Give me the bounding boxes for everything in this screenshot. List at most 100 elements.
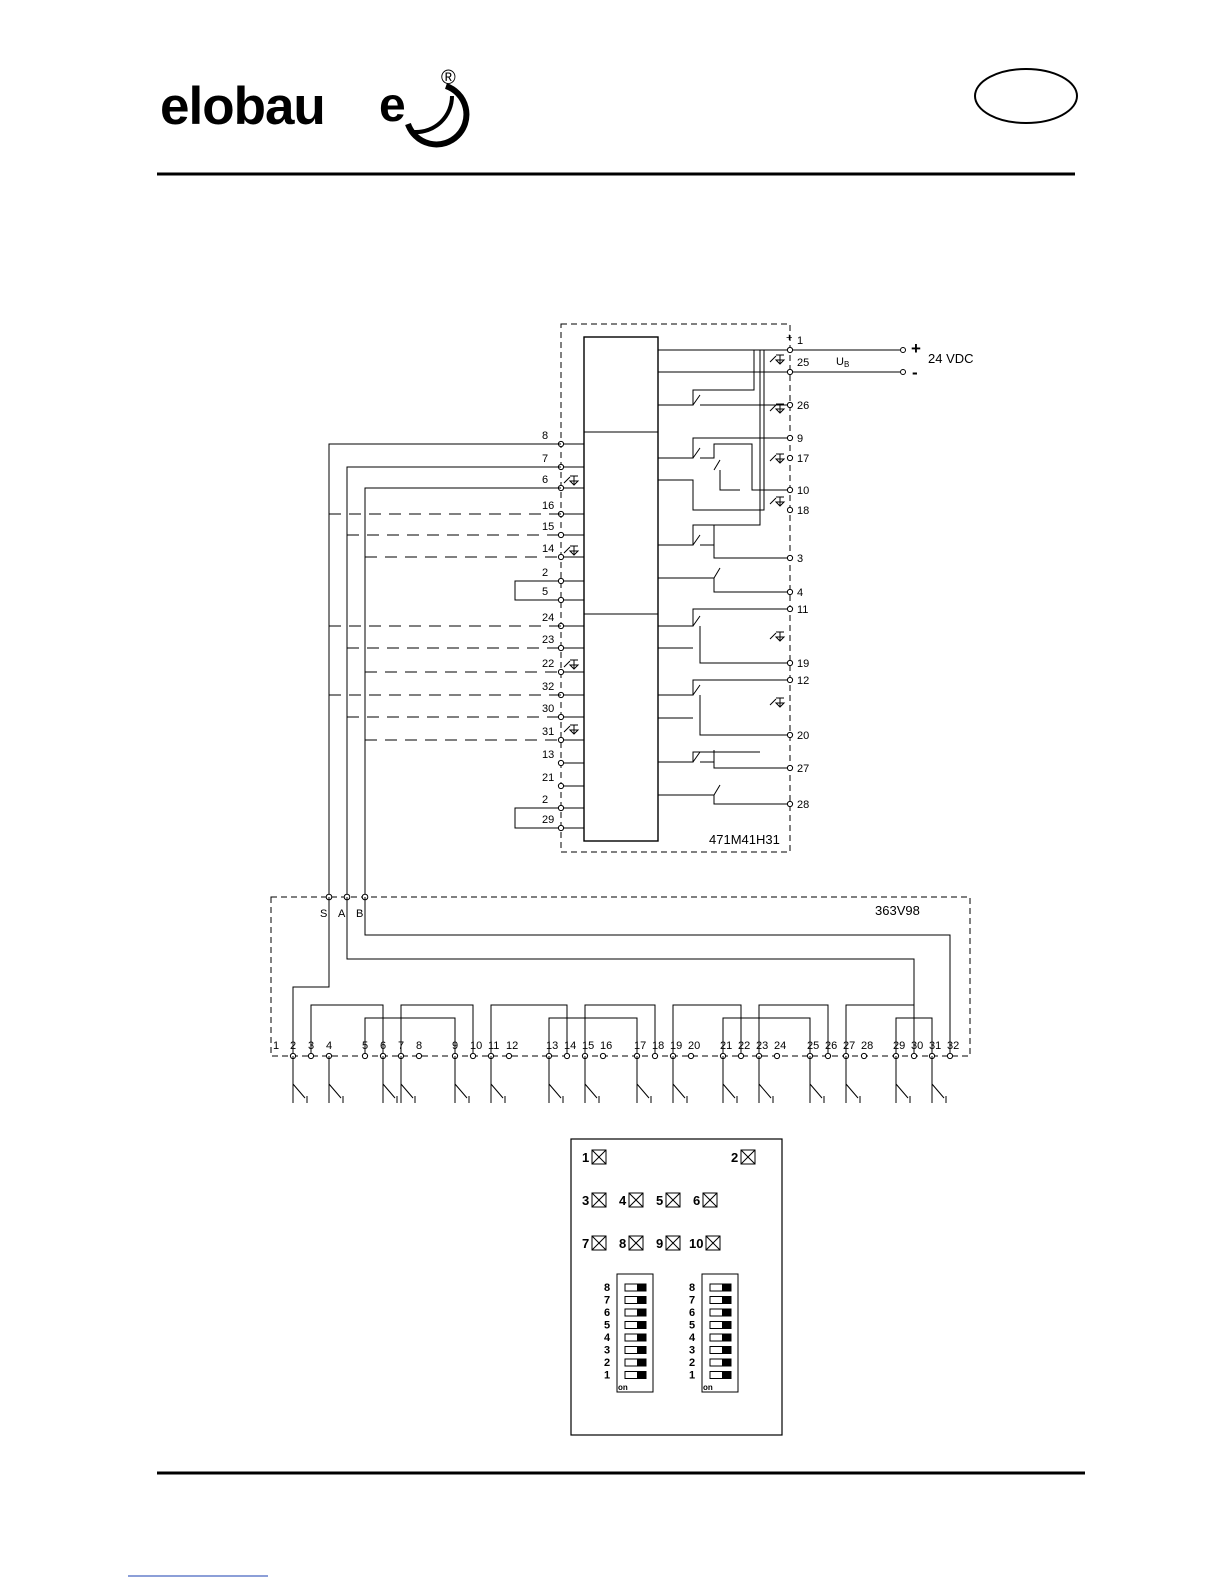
controller-left-terminal-label: 6 bbox=[542, 474, 548, 486]
dip-lever[interactable] bbox=[722, 1322, 731, 1329]
switch-contact bbox=[637, 1084, 649, 1098]
dip-lever[interactable] bbox=[722, 1359, 731, 1366]
dip-lever[interactable] bbox=[722, 1372, 731, 1379]
switch-contact bbox=[293, 1084, 305, 1098]
interface-terminal-label: 7 bbox=[398, 1040, 404, 1052]
dip-lever[interactable] bbox=[637, 1284, 646, 1291]
controller-left-terminal-label: 31 bbox=[542, 726, 554, 738]
interface-terminal bbox=[506, 1053, 511, 1058]
panel-led-label: 6 bbox=[693, 1193, 700, 1208]
panel-led-label: 8 bbox=[619, 1236, 626, 1251]
controller-logic-block bbox=[584, 337, 658, 841]
dip-lever[interactable] bbox=[637, 1372, 646, 1379]
controller-right-terminal bbox=[787, 402, 792, 407]
controller-right-terminal-label: 25 bbox=[797, 357, 809, 369]
controller-right-terminal-label: 9 bbox=[797, 433, 803, 445]
controller-right-terminal bbox=[787, 606, 792, 611]
dip-lever[interactable] bbox=[637, 1359, 646, 1366]
controller-right-terminal-label: 4 bbox=[797, 587, 803, 599]
interface-terminal-label: 4 bbox=[326, 1040, 332, 1052]
dip-position-label: 6 bbox=[604, 1307, 610, 1319]
power-plus-label: + bbox=[911, 339, 921, 358]
dip-position-label: 5 bbox=[604, 1320, 610, 1332]
interface-terminal-label: 5 bbox=[362, 1040, 368, 1052]
dip-position-label: 1 bbox=[689, 1370, 695, 1382]
interface-terminal bbox=[738, 1053, 743, 1058]
controller-right-terminal-label: 20 bbox=[797, 730, 809, 742]
interface-terminal-label: 12 bbox=[506, 1040, 518, 1052]
dip-lever[interactable] bbox=[637, 1309, 646, 1316]
switch-contact bbox=[759, 1084, 771, 1098]
controller-module bbox=[515, 324, 906, 852]
interface-module bbox=[271, 894, 970, 1056]
panel-led-label: 2 bbox=[731, 1150, 738, 1165]
dip-lever[interactable] bbox=[722, 1309, 731, 1316]
optional-dashed-links bbox=[329, 514, 561, 740]
dip-lever[interactable] bbox=[722, 1284, 731, 1291]
interface-bus-label: A bbox=[338, 908, 346, 920]
controller-right-terminal bbox=[787, 677, 792, 682]
controller-dashed-border bbox=[561, 324, 790, 852]
dip-switch-left: 87654321on bbox=[604, 1274, 653, 1392]
dip-lever[interactable] bbox=[722, 1347, 731, 1354]
panel-led-label: 10 bbox=[689, 1236, 703, 1251]
panel-led-indicators: 12345678910 bbox=[582, 1150, 755, 1251]
controller-left-terminal-label: 7 bbox=[542, 453, 548, 465]
interface-terminal-label: 26 bbox=[825, 1040, 837, 1052]
brand-logo-text: elobau bbox=[160, 77, 325, 136]
interface-terminal bbox=[600, 1053, 605, 1058]
interface-terminal-label: 28 bbox=[861, 1040, 873, 1052]
controller-right-terminal bbox=[787, 487, 792, 492]
interface-terminal-label: 8 bbox=[416, 1040, 422, 1052]
dip-lever[interactable] bbox=[637, 1322, 646, 1329]
controller-right-terminal-label: 28 bbox=[797, 799, 809, 811]
interface-terminal-label: 29 bbox=[893, 1040, 905, 1052]
interface-pair-wiring bbox=[311, 1005, 932, 1056]
dip-lever[interactable] bbox=[637, 1334, 646, 1341]
interface-bus-label: B bbox=[356, 908, 363, 920]
controller-left-terminal bbox=[558, 597, 563, 602]
interface-terminal-label: 3 bbox=[308, 1040, 314, 1052]
controller-left-terminal bbox=[558, 805, 563, 810]
dip-lever[interactable] bbox=[722, 1334, 731, 1341]
controller-right-terminal-label: 17 bbox=[797, 453, 809, 465]
interface-terminal-label: 15 bbox=[582, 1040, 594, 1052]
panel-frame bbox=[571, 1139, 782, 1435]
controller-left-terminal bbox=[558, 783, 563, 788]
switch-contact bbox=[932, 1084, 944, 1098]
interface-terminal-label: 32 bbox=[947, 1040, 959, 1052]
dip-position-label: 7 bbox=[689, 1295, 695, 1307]
dip-position-label: 2 bbox=[604, 1357, 610, 1369]
controller-model-label: 471M41H31 bbox=[709, 832, 780, 847]
controller-left-terminal-label: 14 bbox=[542, 543, 554, 555]
controller-left-terminal bbox=[558, 714, 563, 719]
power-voltage-label: 24 VDC bbox=[928, 351, 974, 366]
dip-position-label: 2 bbox=[689, 1357, 695, 1369]
controller-right-terminal-label: 1 bbox=[797, 335, 803, 347]
controller-left-terminal-label: 2 bbox=[542, 567, 548, 579]
controller-right-terminal-label: 3 bbox=[797, 553, 803, 565]
dip-lever[interactable] bbox=[637, 1297, 646, 1304]
interface-dashed-border bbox=[271, 897, 970, 1056]
controller-left-terminal bbox=[558, 645, 563, 650]
controller-left-terminal bbox=[558, 554, 563, 559]
switch-contact bbox=[585, 1084, 597, 1098]
ub-label: UB bbox=[836, 356, 849, 369]
controller-right-terminal bbox=[787, 369, 792, 374]
dip-lever[interactable] bbox=[637, 1347, 646, 1354]
dip-position-label: 5 bbox=[689, 1320, 695, 1332]
dip-position-label: 3 bbox=[604, 1345, 610, 1357]
panel-led-label: 5 bbox=[656, 1193, 663, 1208]
interface-terminal-label: 6 bbox=[380, 1040, 386, 1052]
dip-lever[interactable] bbox=[722, 1297, 731, 1304]
controller-left-terminal-label: 32 bbox=[542, 681, 554, 693]
switch-contact bbox=[846, 1084, 858, 1098]
dip-position-label: 4 bbox=[604, 1332, 611, 1344]
controller-right-terminal-label: 18 bbox=[797, 505, 809, 517]
interface-terminal-label: 1 bbox=[273, 1040, 279, 1052]
interface-terminal-label: 9 bbox=[452, 1040, 458, 1052]
dip-position-label: 6 bbox=[689, 1307, 695, 1319]
